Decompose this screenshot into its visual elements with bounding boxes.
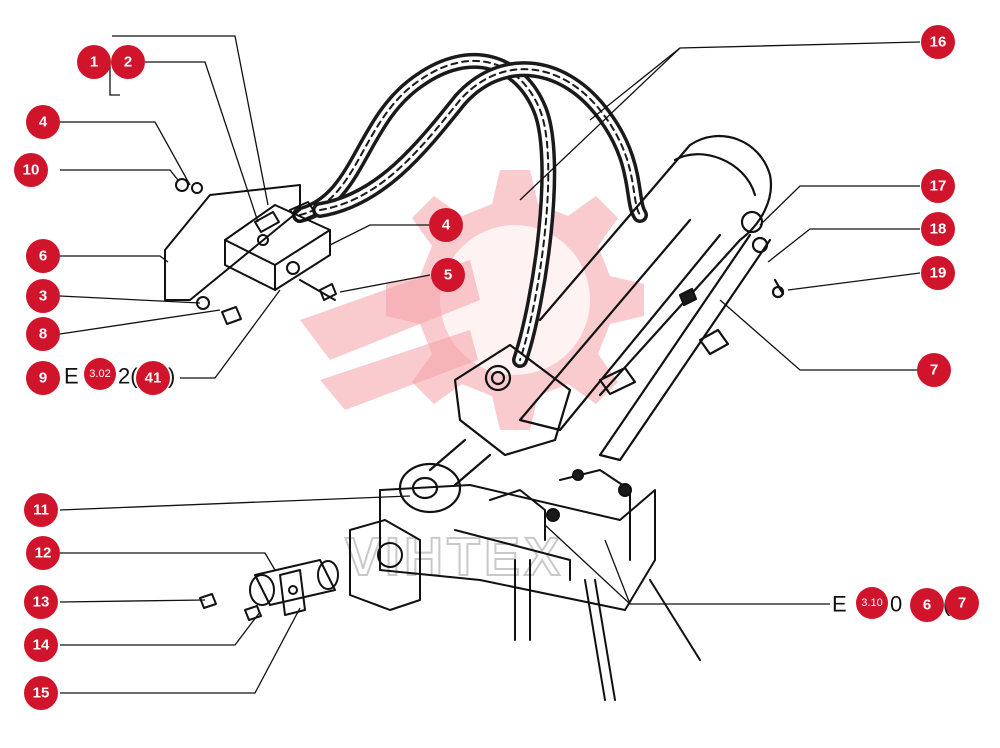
callout-7-right[interactable]: 7 [917,353,951,387]
callout-4-mid[interactable]: 4 [429,208,463,242]
callout-16[interactable]: 16 [921,25,955,59]
svg-text:6: 6 [39,248,47,265]
hydraulic-cylinder [398,135,785,514]
svg-text:7: 7 [930,362,938,379]
callout-8[interactable]: 8 [26,317,60,351]
mounting-base [349,469,701,701]
ref-left-tail: 2( [118,364,138,389]
svg-text:15: 15 [33,685,50,702]
svg-text:16: 16 [930,34,947,51]
ref-left-close: ) [168,364,175,389]
svg-text:3.10: 3.10 [861,597,882,609]
callout-10[interactable]: 10 [14,153,48,187]
callout-18[interactable]: 18 [921,212,955,246]
svg-text:7: 7 [958,595,966,612]
callout-9[interactable]: 9 [26,361,60,395]
watermark-gear-logo: VIHTEX [300,170,644,588]
svg-text:12: 12 [35,545,52,562]
callout-badges: 1 2 4 10 6 3 8 9 3.02 41 4 5 16 17 18 19… [14,25,979,710]
callout-1[interactable]: 1 [77,45,111,79]
callout-3[interactable]: 3 [26,279,60,313]
svg-text:1: 1 [90,54,98,71]
callout-7-bottom[interactable]: 7 [945,586,979,620]
svg-text:3.02: 3.02 [89,368,110,380]
svg-text:5: 5 [444,267,452,284]
svg-text:41: 41 [145,370,162,387]
ref-left-prefix: E [64,364,79,389]
callout-5[interactable]: 5 [431,258,465,292]
callout-15[interactable]: 15 [24,676,58,710]
valve-block-assembly [164,178,337,325]
svg-text:4: 4 [442,217,451,234]
pin-assembly [199,559,339,621]
callout-4-top[interactable]: 4 [26,105,60,139]
svg-text:2: 2 [124,54,132,71]
callout-2[interactable]: 2 [111,45,145,79]
callout-6-right[interactable]: 6 [910,588,944,622]
callout-3-10[interactable]: 3.10 [856,587,888,619]
callout-19[interactable]: 19 [921,256,955,290]
svg-text:10: 10 [23,162,40,179]
callout-3-02[interactable]: 3.02 [84,358,116,390]
svg-text:14: 14 [33,637,50,654]
callout-13[interactable]: 13 [24,585,58,619]
svg-text:19: 19 [930,265,947,282]
callout-6-left[interactable]: 6 [26,239,60,273]
ref-right-prefix: E [832,592,847,617]
ref-right-mid: 0 [890,592,902,617]
callout-41[interactable]: 41 [136,361,170,395]
svg-text:3: 3 [39,288,47,305]
hydraulic-hoses [292,52,648,368]
svg-text:11: 11 [33,502,49,519]
svg-text:18: 18 [930,221,947,238]
callout-14[interactable]: 14 [24,628,58,662]
svg-text:9: 9 [39,370,47,387]
leader-lines [59,35,921,694]
svg-text:4: 4 [39,114,48,131]
callout-17[interactable]: 17 [921,169,955,203]
svg-text:6: 6 [923,597,931,614]
svg-text:17: 17 [930,178,947,195]
callout-12[interactable]: 12 [26,536,60,570]
callout-11[interactable]: 11 [24,493,58,527]
svg-text:13: 13 [33,594,50,611]
svg-text:8: 8 [39,326,47,343]
